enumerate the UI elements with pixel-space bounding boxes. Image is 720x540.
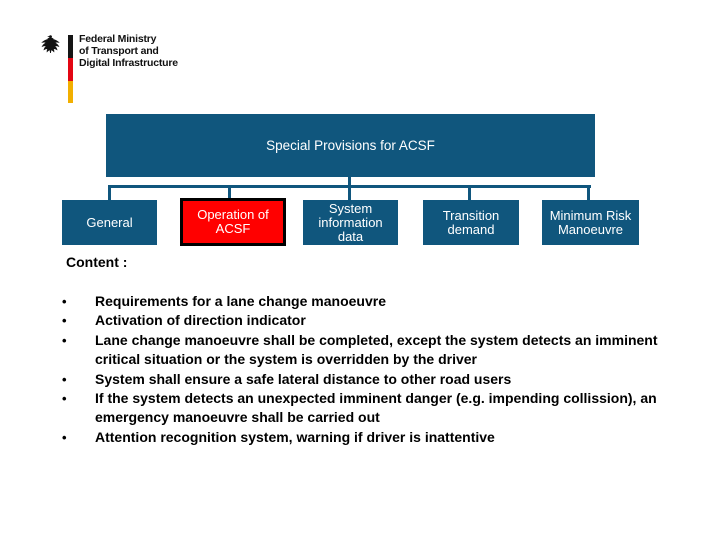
connector-stub-general	[108, 187, 111, 200]
bullet-marker: •	[62, 294, 67, 309]
org-box-system-information-data: System information data	[303, 200, 398, 245]
bullet-item: • Attention recognition system, warning …	[62, 428, 668, 447]
connector-stub-system-info	[348, 187, 351, 200]
org-box-operation-of-acsf: Operation of ACSF	[180, 198, 286, 246]
org-box-minimum-risk-manoeuvre: Minimum Risk Manoeuvre	[542, 200, 639, 245]
bullet-text: If the system detects an unexpected immi…	[95, 390, 657, 426]
flag-gold-band	[68, 81, 73, 103]
bullet-item: • Requirements for a lane change manoeuv…	[62, 292, 668, 311]
bullet-item: • System shall ensure a safe lateral dis…	[62, 370, 668, 389]
bullet-text: System shall ensure a safe lateral dista…	[95, 370, 512, 387]
bullet-text: Attention recognition system, warning if…	[95, 428, 495, 445]
bullet-marker: •	[62, 429, 67, 445]
ministry-name-line3: Digital Infrastructure	[79, 57, 178, 69]
german-flag-stripe	[68, 35, 73, 103]
org-box-transition-demand: Transition demand	[423, 200, 519, 245]
connector-horizontal	[108, 185, 591, 188]
bullet-item: • Activation of direction indicator	[62, 311, 668, 330]
org-root-box: Special Provisions for ACSF	[106, 114, 595, 177]
bullet-marker: •	[62, 332, 67, 348]
connector-stub-minimum-risk	[587, 187, 590, 200]
flag-red-band	[68, 58, 73, 81]
bullet-text: Activation of direction indicator	[95, 312, 306, 329]
connector-stub-operation	[228, 187, 231, 200]
bullet-text: Lane change manoeuvre shall be completed…	[95, 331, 658, 368]
bullet-marker: •	[62, 371, 67, 387]
ministry-logo: Federal Ministry of Transport and Digita…	[38, 30, 258, 110]
content-heading: Content :	[66, 254, 128, 270]
bullet-item: • If the system detects an unexpected im…	[62, 389, 668, 428]
ministry-name-line2: of Transport and	[79, 45, 159, 57]
ministry-name: Federal Ministry of Transport and Digita…	[79, 33, 178, 69]
flag-black-band	[68, 35, 73, 58]
content-bullet-list: • Requirements for a lane change manoeuv…	[62, 292, 668, 447]
bullet-marker: •	[62, 391, 67, 407]
federal-eagle-icon	[41, 35, 60, 53]
connector-stub-transition	[468, 187, 471, 200]
bullet-marker: •	[62, 313, 67, 329]
bullet-text: Requirements for a lane change manoeuvre	[95, 293, 386, 309]
ministry-name-line1: Federal Ministry	[79, 33, 157, 45]
org-box-general: General	[62, 200, 157, 245]
bullet-item: • Lane change manoeuvre shall be complet…	[62, 331, 668, 370]
connector-root-stub	[348, 177, 351, 186]
